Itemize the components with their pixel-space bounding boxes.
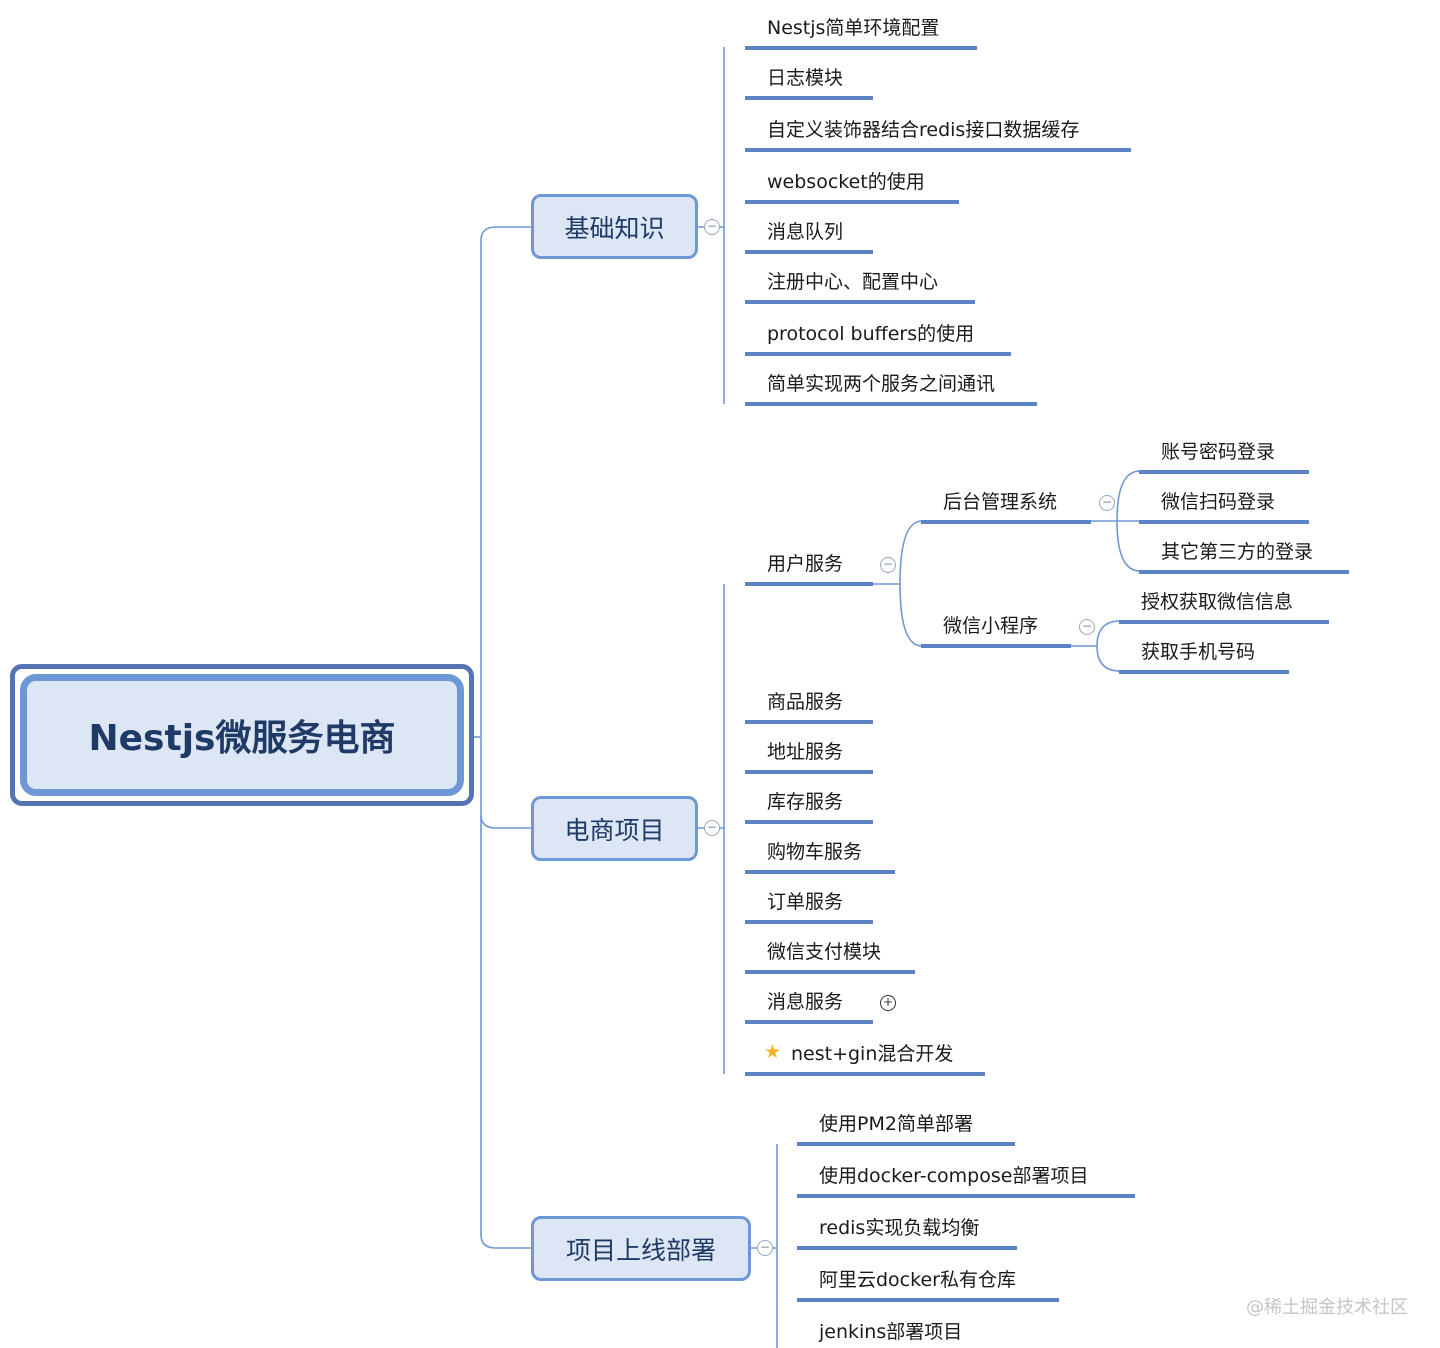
ecommerce-item[interactable]: nest+gin混合开发 xyxy=(791,1043,954,1065)
node-miniapp[interactable]: 微信小程序 xyxy=(943,615,1039,637)
underline xyxy=(745,970,915,974)
ecommerce-item[interactable]: 微信支付模块 xyxy=(767,941,882,963)
admin-item[interactable]: 账号密码登录 xyxy=(1161,441,1276,463)
deploy-item[interactable]: 使用docker-compose部署项目 xyxy=(819,1165,1089,1187)
basics-item[interactable]: 消息队列 xyxy=(767,221,844,243)
star-icon: ★ xyxy=(764,1041,782,1063)
node-ecommerce[interactable]: 电商项目 xyxy=(531,796,698,861)
underline xyxy=(745,720,873,724)
basics-item[interactable]: 简单实现两个服务之间通讯 xyxy=(767,373,996,395)
underline xyxy=(1139,470,1309,474)
collapse-user-service-toggle[interactable]: − xyxy=(880,557,896,573)
deploy-item[interactable]: 阿里云docker私有仓库 xyxy=(819,1269,1016,1291)
underline xyxy=(797,1246,1017,1250)
collapse-ecommerce-toggle[interactable]: − xyxy=(704,820,720,836)
basics-item[interactable]: Nestjs简单环境配置 xyxy=(767,17,940,39)
underline xyxy=(745,1072,985,1076)
basics-item[interactable]: 自定义装饰器结合redis接口数据缓存 xyxy=(767,119,1080,141)
node-admin-system[interactable]: 后台管理系统 xyxy=(943,491,1058,513)
underline xyxy=(1139,570,1349,574)
underline xyxy=(745,46,977,50)
node-basics[interactable]: 基础知识 xyxy=(531,194,698,259)
underline xyxy=(745,870,895,874)
admin-item[interactable]: 微信扫码登录 xyxy=(1161,491,1276,513)
connector-user-admin xyxy=(899,520,923,585)
ecommerce-item[interactable]: 购物车服务 xyxy=(767,841,863,863)
underline xyxy=(797,1194,1135,1198)
underline xyxy=(1119,670,1289,674)
ecommerce-item[interactable]: 库存服务 xyxy=(767,791,844,813)
admin-item[interactable]: 其它第三方的登录 xyxy=(1161,541,1314,563)
watermark: @稀土掘金技术社区 xyxy=(1246,1297,1408,1318)
connector-admin-leaves xyxy=(1090,470,1141,572)
miniapp-item[interactable]: 获取手机号码 xyxy=(1141,641,1256,663)
basics-item[interactable]: websocket的使用 xyxy=(767,171,925,193)
basics-item[interactable]: 注册中心、配置中心 xyxy=(767,271,939,293)
deploy-item[interactable]: redis实现负载均衡 xyxy=(819,1217,980,1239)
collapse-admin-toggle[interactable]: − xyxy=(1099,495,1115,511)
connector-user-miniapp xyxy=(899,583,923,647)
collapse-miniapp-toggle[interactable]: − xyxy=(1079,619,1095,635)
collapse-deploy-toggle[interactable]: − xyxy=(757,1240,773,1256)
underline xyxy=(921,644,1071,648)
underline xyxy=(745,820,873,824)
underline xyxy=(745,250,873,254)
underline xyxy=(745,770,873,774)
basics-item[interactable]: protocol buffers的使用 xyxy=(767,323,975,345)
connector-deploy xyxy=(480,1234,531,1249)
expand-message-service-toggle[interactable]: + xyxy=(880,995,896,1011)
underline xyxy=(745,920,873,924)
node-user-service[interactable]: 用户服务 xyxy=(767,553,844,575)
deploy-item[interactable]: 使用PM2简单部署 xyxy=(819,1113,973,1135)
root-node[interactable]: Nestjs微服务电商 xyxy=(20,674,464,796)
ecommerce-item[interactable]: 消息服务 xyxy=(767,991,844,1013)
underline xyxy=(745,352,1011,356)
underline xyxy=(745,200,959,204)
connector-ecommerce xyxy=(480,814,531,829)
underline xyxy=(921,520,1091,524)
ecommerce-item[interactable]: 商品服务 xyxy=(767,691,844,713)
underline xyxy=(745,148,1131,152)
collapse-basics-toggle[interactable]: − xyxy=(704,219,720,235)
deploy-item[interactable]: jenkins部署项目 xyxy=(819,1321,963,1343)
ecommerce-item[interactable]: 地址服务 xyxy=(767,741,844,763)
underline xyxy=(797,1298,1059,1302)
miniapp-item[interactable]: 授权获取微信信息 xyxy=(1141,591,1294,613)
connector-miniapp-leaves xyxy=(1070,620,1121,672)
underline xyxy=(1119,620,1329,624)
node-deploy[interactable]: 项目上线部署 xyxy=(531,1216,751,1281)
underline xyxy=(1139,520,1309,524)
connector-basics xyxy=(480,226,531,241)
basics-item[interactable]: 日志模块 xyxy=(767,67,844,89)
underline xyxy=(745,96,873,100)
underline xyxy=(745,300,975,304)
underline xyxy=(745,1020,873,1024)
underline xyxy=(745,402,1037,406)
underline xyxy=(797,1142,1015,1146)
underline xyxy=(745,582,873,586)
ecommerce-item[interactable]: 订单服务 xyxy=(767,891,844,913)
